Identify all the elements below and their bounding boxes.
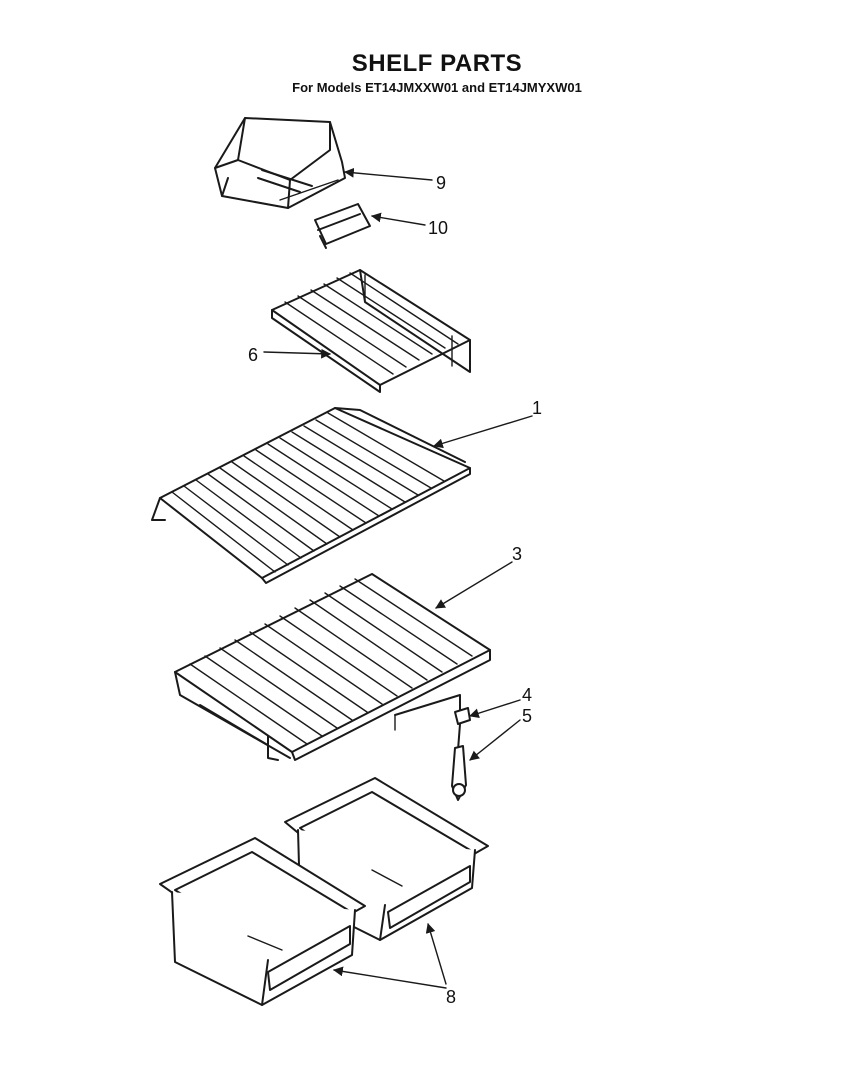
callout-9: 9	[436, 173, 446, 193]
leader-lines	[263, 167, 533, 989]
diagram-title: SHELF PARTS	[351, 50, 523, 77]
callout-3: 3	[512, 544, 522, 564]
callout-4: 4	[522, 685, 532, 705]
part-3-framed-shelf	[174, 573, 491, 761]
part-1-wire-shelf	[151, 407, 471, 584]
callout-10: 10	[428, 218, 448, 238]
part-6-wire-shelf	[271, 269, 471, 393]
callout-8: 8	[446, 987, 456, 1007]
part-8-drawers	[159, 777, 489, 1006]
part-9-bin	[214, 117, 346, 209]
part-10-clip	[314, 203, 371, 249]
callout-1: 1	[532, 398, 542, 418]
diagram-subtitle: For Models ET14JMXXW01 and ET14JMYXW01	[292, 80, 582, 95]
part-4-part-5-hardware	[451, 707, 471, 801]
callout-5: 5	[522, 706, 532, 726]
callout-6: 6	[248, 345, 258, 365]
